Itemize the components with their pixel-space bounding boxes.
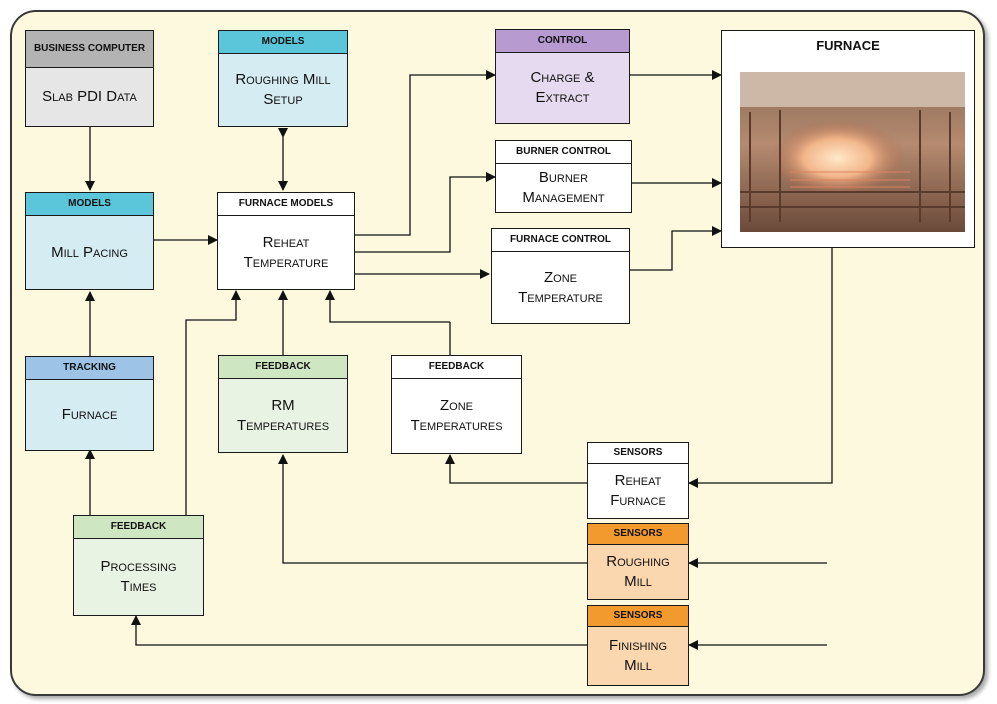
box-body: Zone Temperature [492,252,629,323]
arrow-reheat-to-burner [355,172,496,253]
box-body: Burner Management [496,164,631,212]
box-body: Zone Temperatures [392,379,521,453]
zone-temperatures-feedback-box: Feedback Zone Temperatures [391,355,522,454]
box-header: Models [219,31,347,54]
arrow-roughing-sensor-to-rm [278,454,587,564]
box-header: Furnace [722,31,974,61]
arrow-processing-to-reheat [185,290,241,515]
arrow-zone-feedback-to-reheat [325,290,450,323]
business-computer-box: Business Computer Slab PDI Data [25,30,154,127]
box-header: Feedback [392,356,521,379]
sensors-roughing-mill-box: Sensors Roughing Mill [587,523,689,600]
box-body: Mill Pacing [26,216,153,289]
box-body: Charge & Extract [496,53,629,123]
box-header: Control [496,30,629,53]
processing-times-box: Feedback Processing Times [73,515,204,616]
box-header: Business Computer [26,31,153,68]
burner-management-box: Burner Control Burner Management [495,140,632,213]
box-header: Furnace Control [492,229,629,252]
furnace-photo [740,72,965,232]
box-body: Roughing Mill [588,545,688,599]
sensors-reheat-furnace-box: Sensors Reheat Furnace [587,442,689,519]
box-body: Processing Times [74,539,203,615]
box-header: Sensors [588,443,688,464]
arrow-reheat-to-charge [355,70,496,236]
reheat-temperature-box: Furnace Models Reheat Temperature [217,192,355,290]
mill-pacing-box: Models Mill Pacing [25,192,154,290]
arrow-furnace-to-sensor [688,247,833,488]
box-body: Finishing Mill [588,627,688,685]
tracking-furnace-box: Tracking Furnace [25,356,154,451]
box-body: Slab PDI Data [26,68,153,126]
box-header: Furnace Models [218,193,354,216]
arrow-sensor-to-zonefb [445,454,587,484]
box-header: Burner Control [496,141,631,164]
box-body: RM Temperatures [219,379,347,452]
zone-temperature-box: Furnace Control Zone Temperature [491,228,630,324]
roughing-mill-setup-box: Models Roughing Mill Setup [218,30,348,127]
box-header: Feedback [219,356,347,379]
box-header: Sensors [588,524,688,545]
box-body: Reheat Temperature [218,216,354,289]
box-body: Reheat Furnace [588,464,688,518]
box-body: Furnace [26,380,153,450]
arrow-finishing-sensor-to-processing [131,615,587,646]
box-body: Roughing Mill Setup [219,54,347,126]
sensors-finishing-mill-box: Sensors Finishing Mill [587,605,689,686]
arrow-zone-to-furnace [630,226,722,271]
charge-extract-box: Control Charge & Extract [495,29,630,124]
rm-temperatures-box: Feedback RM Temperatures [218,355,348,453]
box-header: Models [26,193,153,216]
box-header: Sensors [588,606,688,627]
box-header: Tracking [26,357,153,380]
box-header: Feedback [74,516,203,539]
